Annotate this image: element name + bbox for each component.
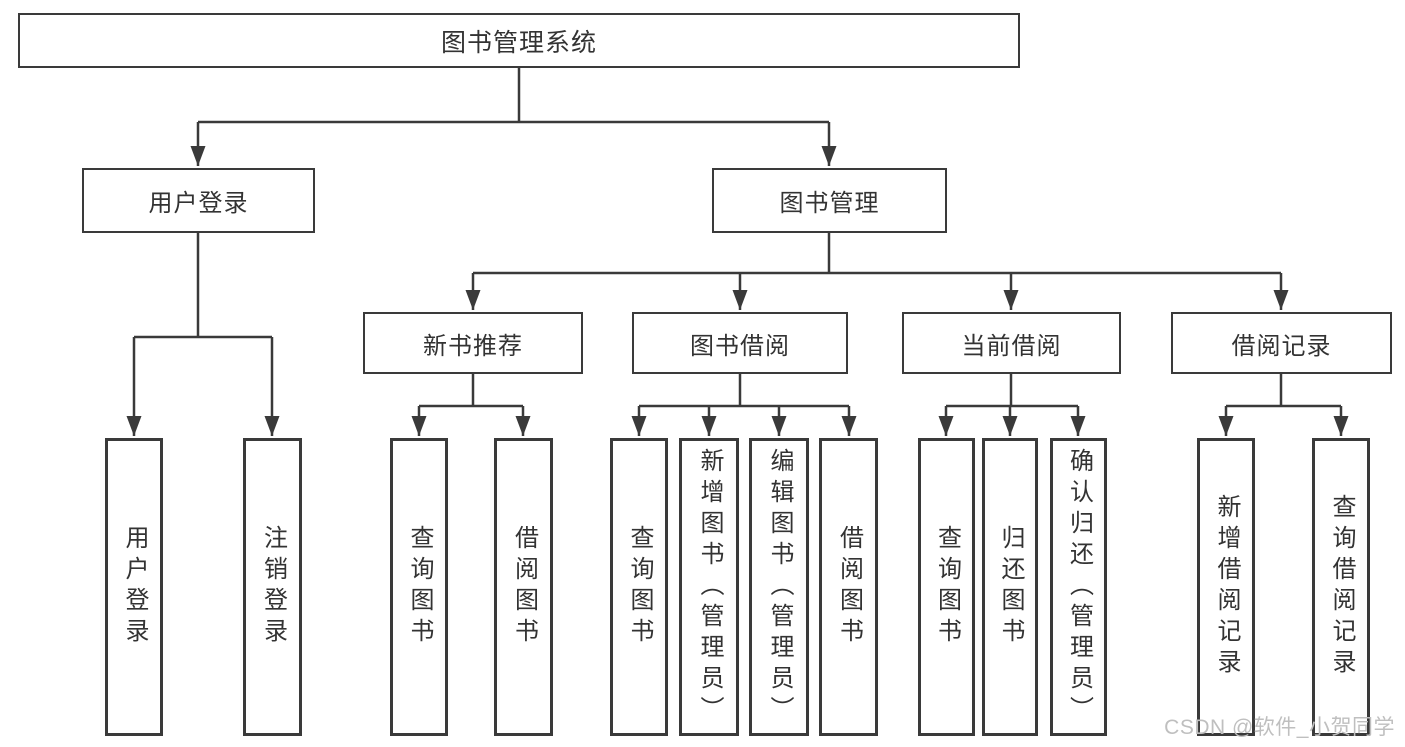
node-current-borrow: 当前借阅: [902, 312, 1121, 374]
node-borrow-records: 借阅记录: [1171, 312, 1392, 374]
leaf-edit-book-admin: 编辑图书（管理员）: [749, 438, 809, 736]
leaf-return-book: 归还图书: [982, 438, 1038, 736]
leaf-label: 新增图书（管理员）: [696, 447, 723, 727]
leaf-label: 用户登录: [121, 525, 148, 649]
leaf-label: 借阅图书: [510, 525, 538, 649]
leaf-label: 新增借阅记录: [1213, 494, 1240, 680]
leaf-label: 归还图书: [997, 525, 1024, 649]
node-user-login: 用户登录: [82, 168, 315, 233]
leaf-label: 查询借阅记录: [1328, 494, 1355, 680]
leaf-label: 编辑图书（管理员）: [766, 447, 793, 727]
node-library-management-system: 图书管理系统: [18, 13, 1020, 68]
leaf-label: 注销登录: [259, 525, 287, 649]
leaf-borrow-books: 借阅图书: [819, 438, 878, 736]
node-book-management: 图书管理: [712, 168, 947, 233]
node-book-borrow: 图书借阅: [632, 312, 848, 374]
leaf-query-borrow-record: 查询借阅记录: [1312, 438, 1370, 736]
watermark: CSDN @软件_小贺同学: [1164, 716, 1395, 739]
leaf-query-books-borrow: 查询图书: [610, 438, 668, 736]
leaf-label: 借阅图书: [835, 525, 863, 649]
leaf-label: 查询图书: [406, 525, 433, 649]
leaf-add-book-admin: 新增图书（管理员）: [679, 438, 739, 736]
leaf-add-borrow-record: 新增借阅记录: [1197, 438, 1255, 736]
leaf-label: 确认归还（管理员）: [1065, 447, 1093, 727]
leaf-logout: 注销登录: [243, 438, 302, 736]
node-new-book-recommend: 新书推荐: [363, 312, 583, 374]
leaf-user-login: 用户登录: [105, 438, 163, 736]
leaf-confirm-return-admin: 确认归还（管理员）: [1050, 438, 1107, 736]
leaf-query-books-recommend: 查询图书: [390, 438, 448, 736]
leaf-label: 查询图书: [626, 525, 653, 649]
leaf-label: 查询图书: [933, 525, 961, 649]
leaf-borrow-books-recommend: 借阅图书: [494, 438, 553, 736]
leaf-query-books-current: 查询图书: [918, 438, 975, 736]
